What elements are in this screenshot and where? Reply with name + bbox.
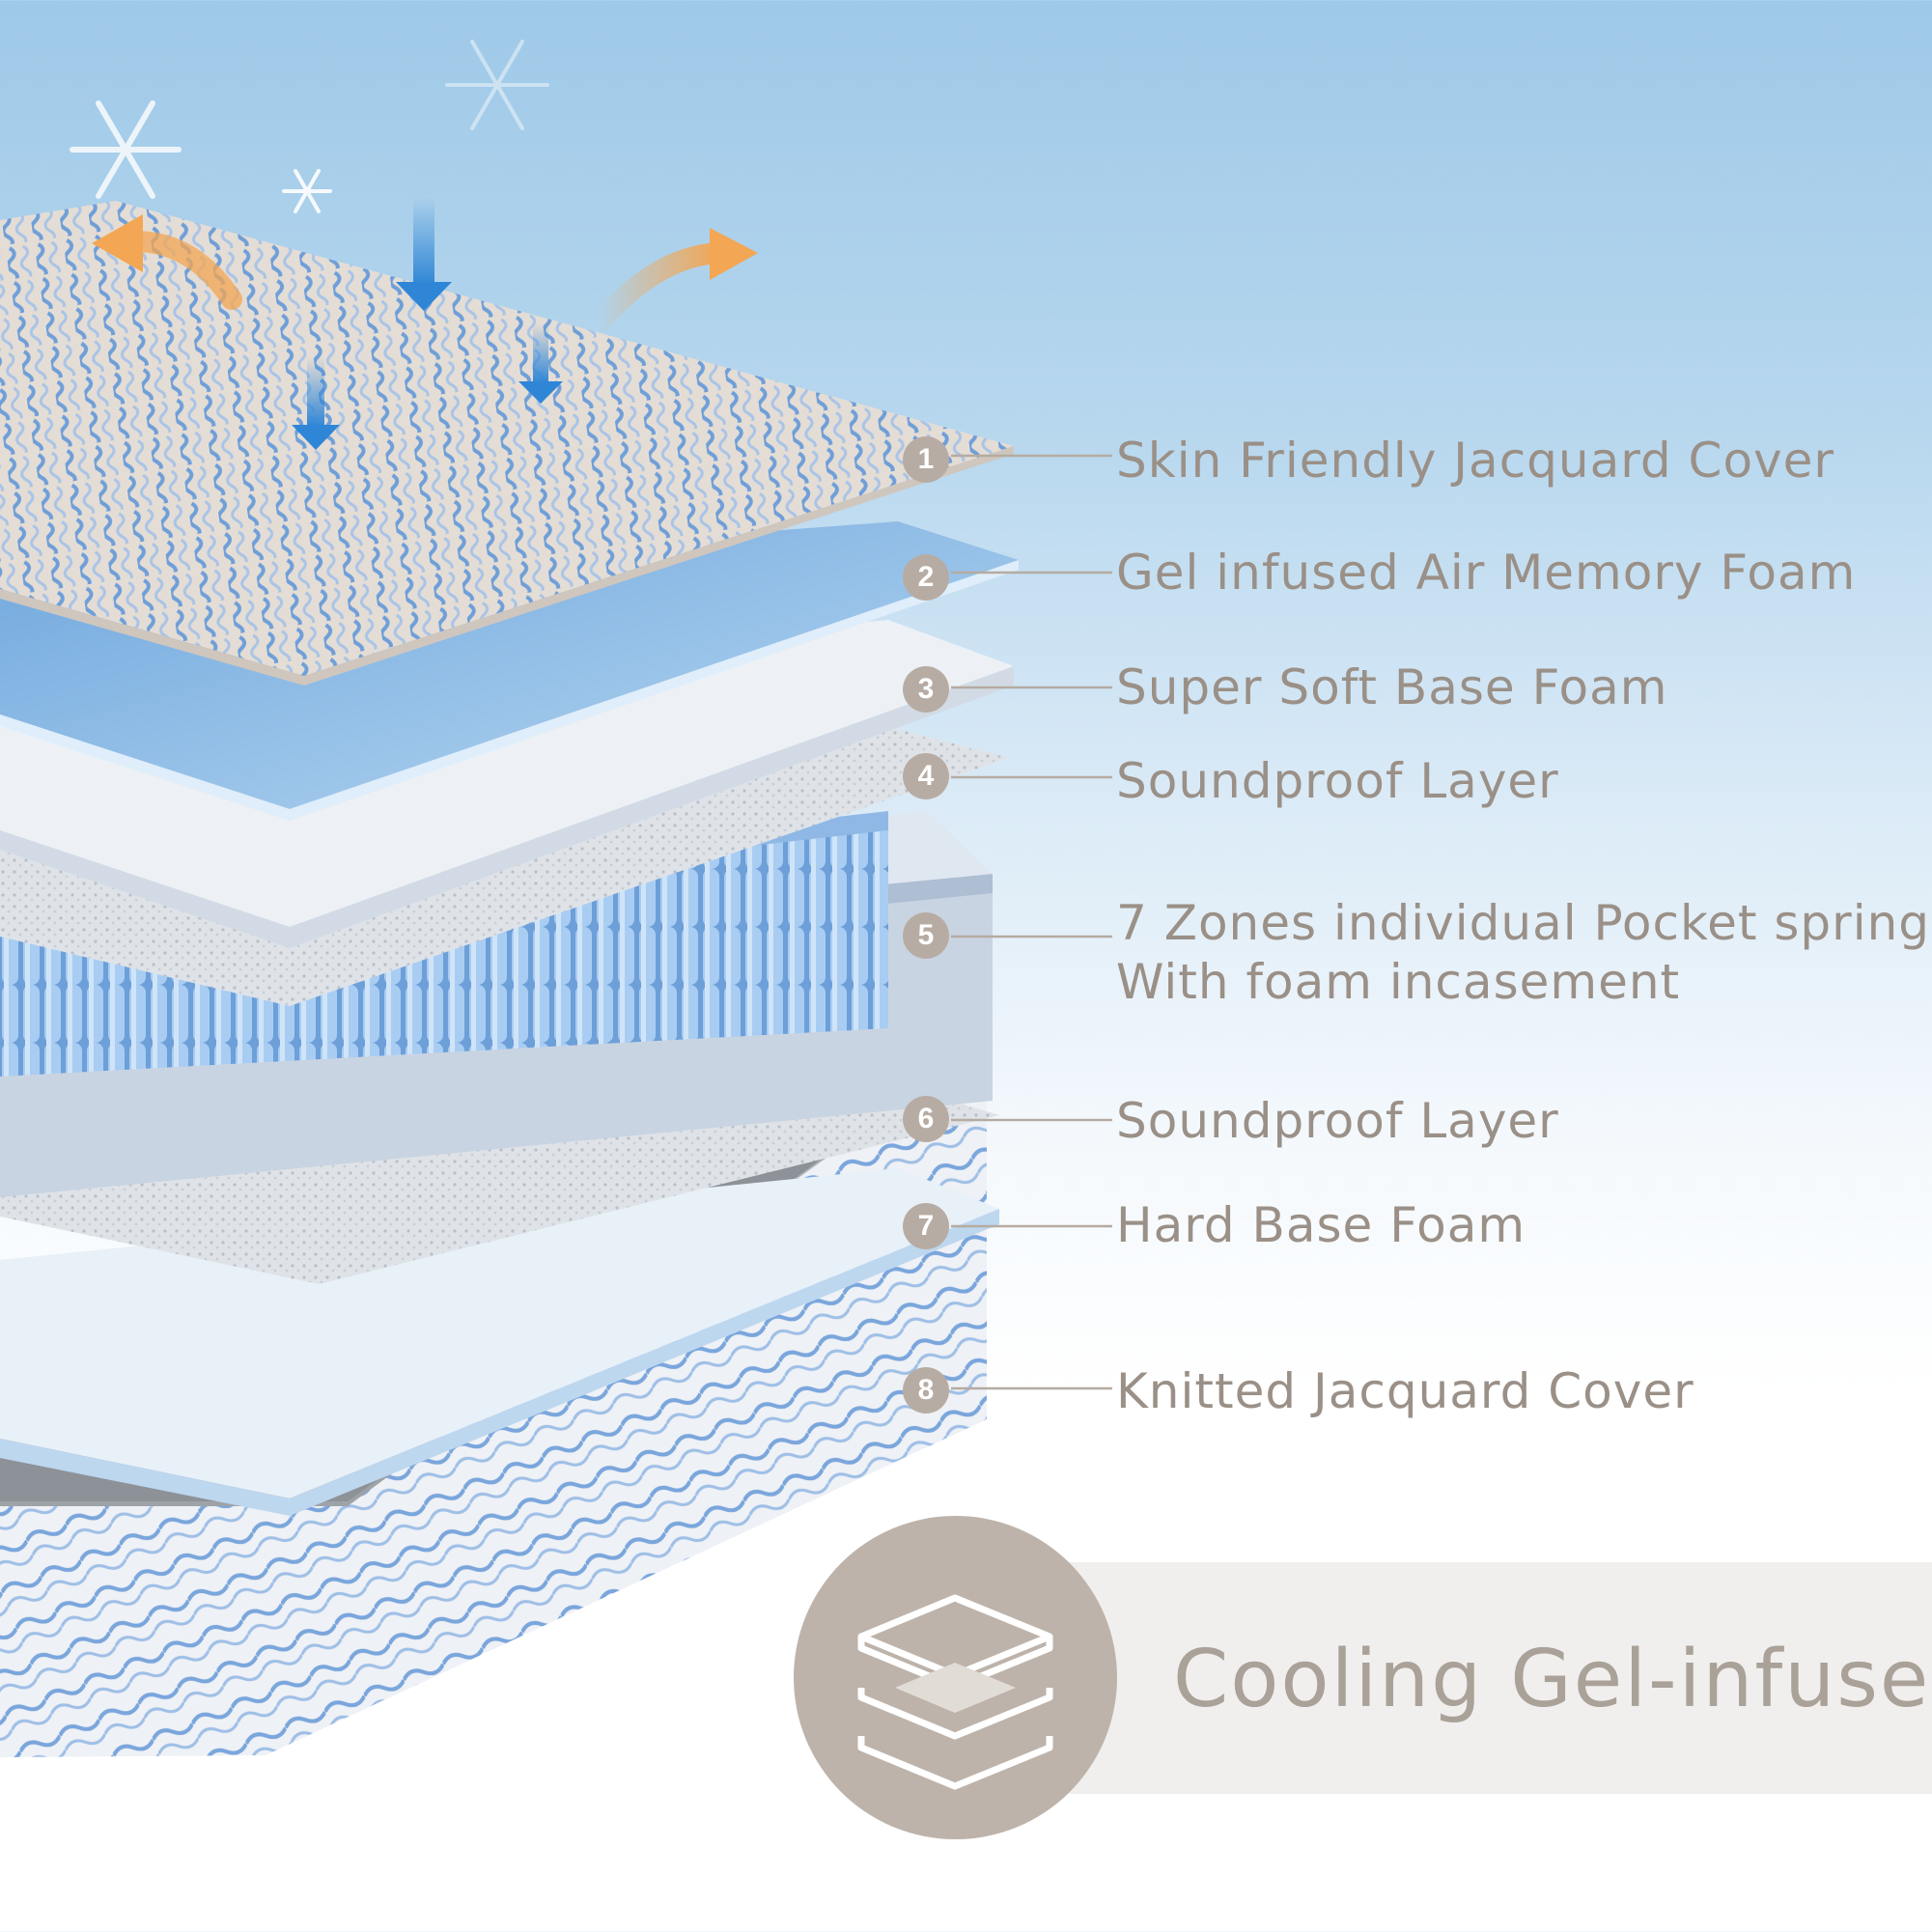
layers-icon	[857, 1594, 1053, 1790]
layer-label: Soundproof Layer	[1116, 1093, 1559, 1149]
layer-number-badge: 8	[903, 1367, 949, 1414]
layer-label: Super Soft Base Foam	[1116, 659, 1668, 715]
layer-number-badge: 1	[903, 436, 949, 483]
layer-number-badge: 7	[903, 1203, 949, 1249]
feature-headline: Cooling Gel-infused	[1173, 1634, 1932, 1725]
snowflake-icon	[70, 100, 182, 199]
layer-number-badge: 5	[903, 912, 949, 959]
layer-label: 7 Zones individual Pocket spring	[1116, 895, 1931, 951]
layer-label: Hard Base Foam	[1116, 1197, 1526, 1253]
layer-number-badge: 2	[903, 554, 949, 601]
cool-air-arrow-icon	[518, 323, 563, 404]
layer-label: Knitted Jacquard Cover	[1116, 1363, 1694, 1419]
layer-label-line2: With foam incasement	[1116, 954, 1681, 1010]
warm-air-arrow-icon	[92, 214, 242, 310]
cool-air-arrow-icon	[396, 198, 452, 311]
warm-air-arrow-icon	[588, 228, 758, 334]
layer-number-badge: 6	[903, 1096, 949, 1142]
layer-number-badge: 4	[903, 753, 949, 799]
layer-1-jacquard-cover	[0, 201, 1014, 686]
layer-label: Soundproof Layer	[1116, 753, 1559, 809]
feature-icon-disc	[794, 1516, 1117, 1839]
layer-label: Skin Friendly Jacquard Cover	[1116, 433, 1834, 489]
snowflake-icon	[445, 40, 549, 130]
layer-number-badge: 3	[903, 666, 949, 713]
cool-air-arrow-icon	[292, 357, 340, 450]
snowflake-icon	[282, 169, 332, 213]
leader-lines	[951, 454, 1112, 1390]
layer-label: Gel infused Air Memory Foam	[1116, 545, 1857, 601]
feature-banner	[1014, 1562, 1932, 1794]
